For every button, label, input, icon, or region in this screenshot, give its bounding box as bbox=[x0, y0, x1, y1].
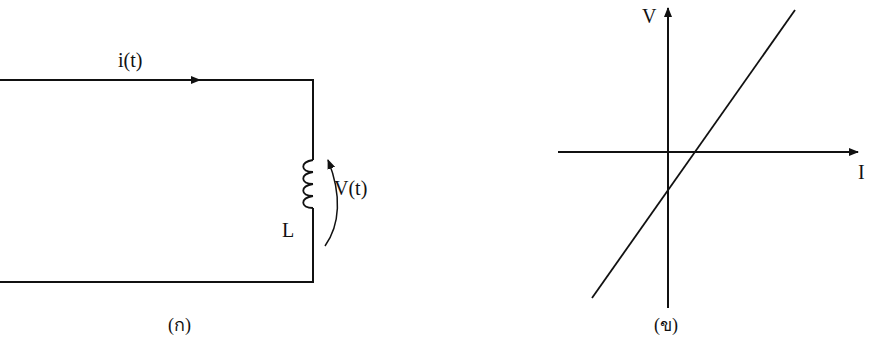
axis-label: I bbox=[858, 162, 865, 182]
voltage-arrow bbox=[325, 160, 337, 246]
graph-axes bbox=[558, 8, 858, 308]
characteristic-line bbox=[592, 10, 795, 298]
axis-label: V bbox=[642, 6, 656, 26]
inductor-symbol bbox=[303, 160, 313, 208]
inductor-label: L bbox=[282, 220, 294, 240]
figure-label: (ก) bbox=[168, 316, 191, 334]
voltage-label: V(t) bbox=[334, 178, 367, 198]
circuit-wires bbox=[0, 80, 313, 282]
figure-label: (ข) bbox=[654, 316, 678, 334]
current-label: i(t) bbox=[118, 50, 142, 70]
